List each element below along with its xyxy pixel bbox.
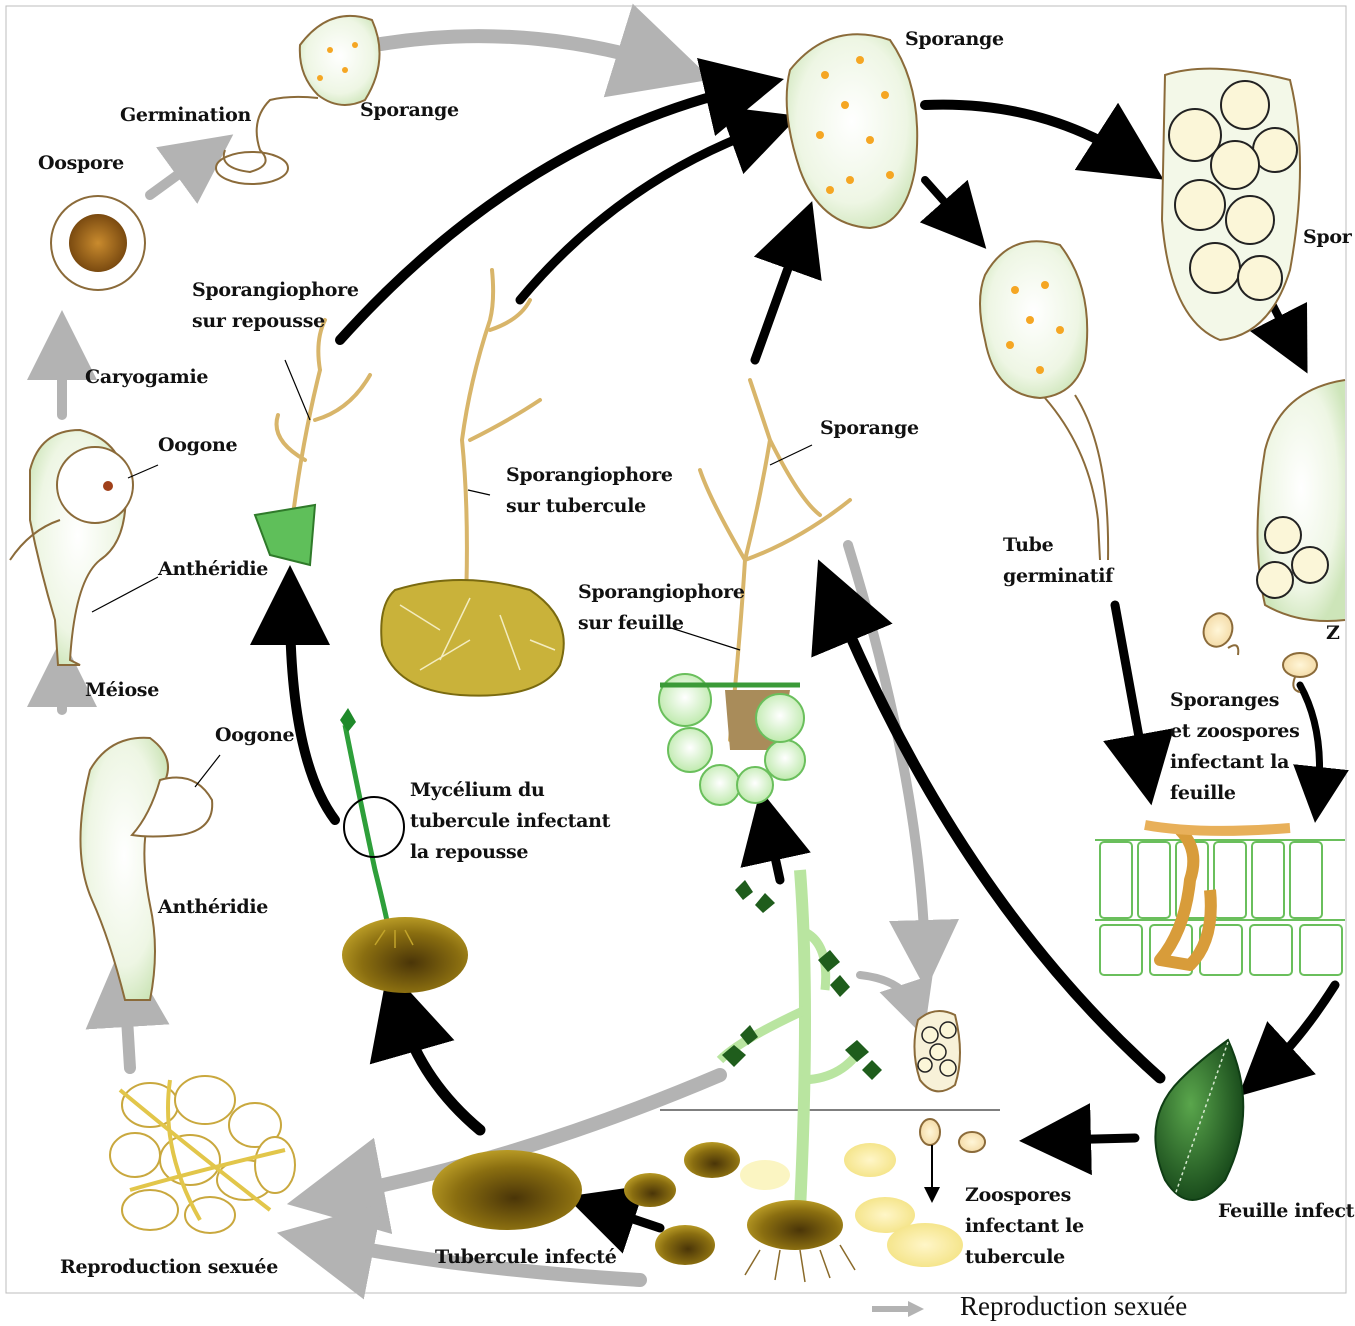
label-mycelium: Mycélium du tubercule infectant la repou… <box>410 775 610 868</box>
label-zoospores-tubercule: Zoospores infectant le tubercule <box>965 1180 1084 1273</box>
label-reproduction-sexuee: Reproduction sexuée <box>60 1252 278 1283</box>
legend-arrowhead <box>908 1301 924 1317</box>
label-sporangiophore-feuille: Sporangiophore sur feuille <box>578 577 745 639</box>
sporangium-germinating <box>980 241 1108 560</box>
label-oogone-top: Oogone <box>158 430 237 461</box>
infected-tuber <box>432 1150 582 1230</box>
sporangium-near-plant <box>914 1011 985 1195</box>
label-z-cut: Z <box>1326 618 1340 649</box>
oogonium-antheridium-top <box>10 430 133 665</box>
sporangiophore-repousse <box>255 320 370 565</box>
label-antheridie-bottom: Anthéridie <box>158 892 268 923</box>
sporangium-main <box>787 34 918 228</box>
legend-label: Reproduction sexuée <box>960 1291 1187 1322</box>
label-oogone-bottom: Oogone <box>215 720 294 751</box>
hyphal-mass <box>110 1076 295 1233</box>
label-sporange-main: Sporange <box>905 24 1004 55</box>
label-tube-germinatif: Tube germinatif <box>1003 530 1113 592</box>
sporangium-with-zoospores <box>1162 69 1300 340</box>
label-spor-cut: Spor <box>1303 222 1352 253</box>
label-sporangiophore-tubercule: Sporangiophore sur tubercule <box>506 460 673 522</box>
infected-leaf <box>1155 1040 1243 1200</box>
label-sporange-mid: Sporange <box>820 413 919 444</box>
label-germination: Germination <box>120 100 251 131</box>
sporangium-cut-right <box>1257 380 1345 621</box>
zoospores-right <box>1199 609 1317 692</box>
label-sporange-small: Sporange <box>360 95 459 126</box>
label-antheridie-top: Anthéridie <box>158 554 268 585</box>
tuber-with-hyphae <box>381 580 564 696</box>
label-oospore: Oospore <box>38 148 124 179</box>
label-sporangiophore-repousse: Sporangiophore sur repousse <box>192 275 359 337</box>
sporangiophore-tubercule <box>462 270 540 625</box>
label-sporanges-zoospores: Sporanges et zoospores infectant la feui… <box>1170 685 1299 809</box>
label-tubercule-infecte: Tubercule infecté <box>435 1242 617 1273</box>
oogonium-antheridium-bottom <box>80 738 212 1000</box>
label-feuille-infectee: Feuille infecté <box>1218 1196 1355 1227</box>
label-meiose: Méiose <box>85 675 159 706</box>
oospore <box>51 196 145 290</box>
leaf-tissue <box>1095 825 1345 975</box>
label-caryogamie: Caryogamie <box>85 362 208 393</box>
